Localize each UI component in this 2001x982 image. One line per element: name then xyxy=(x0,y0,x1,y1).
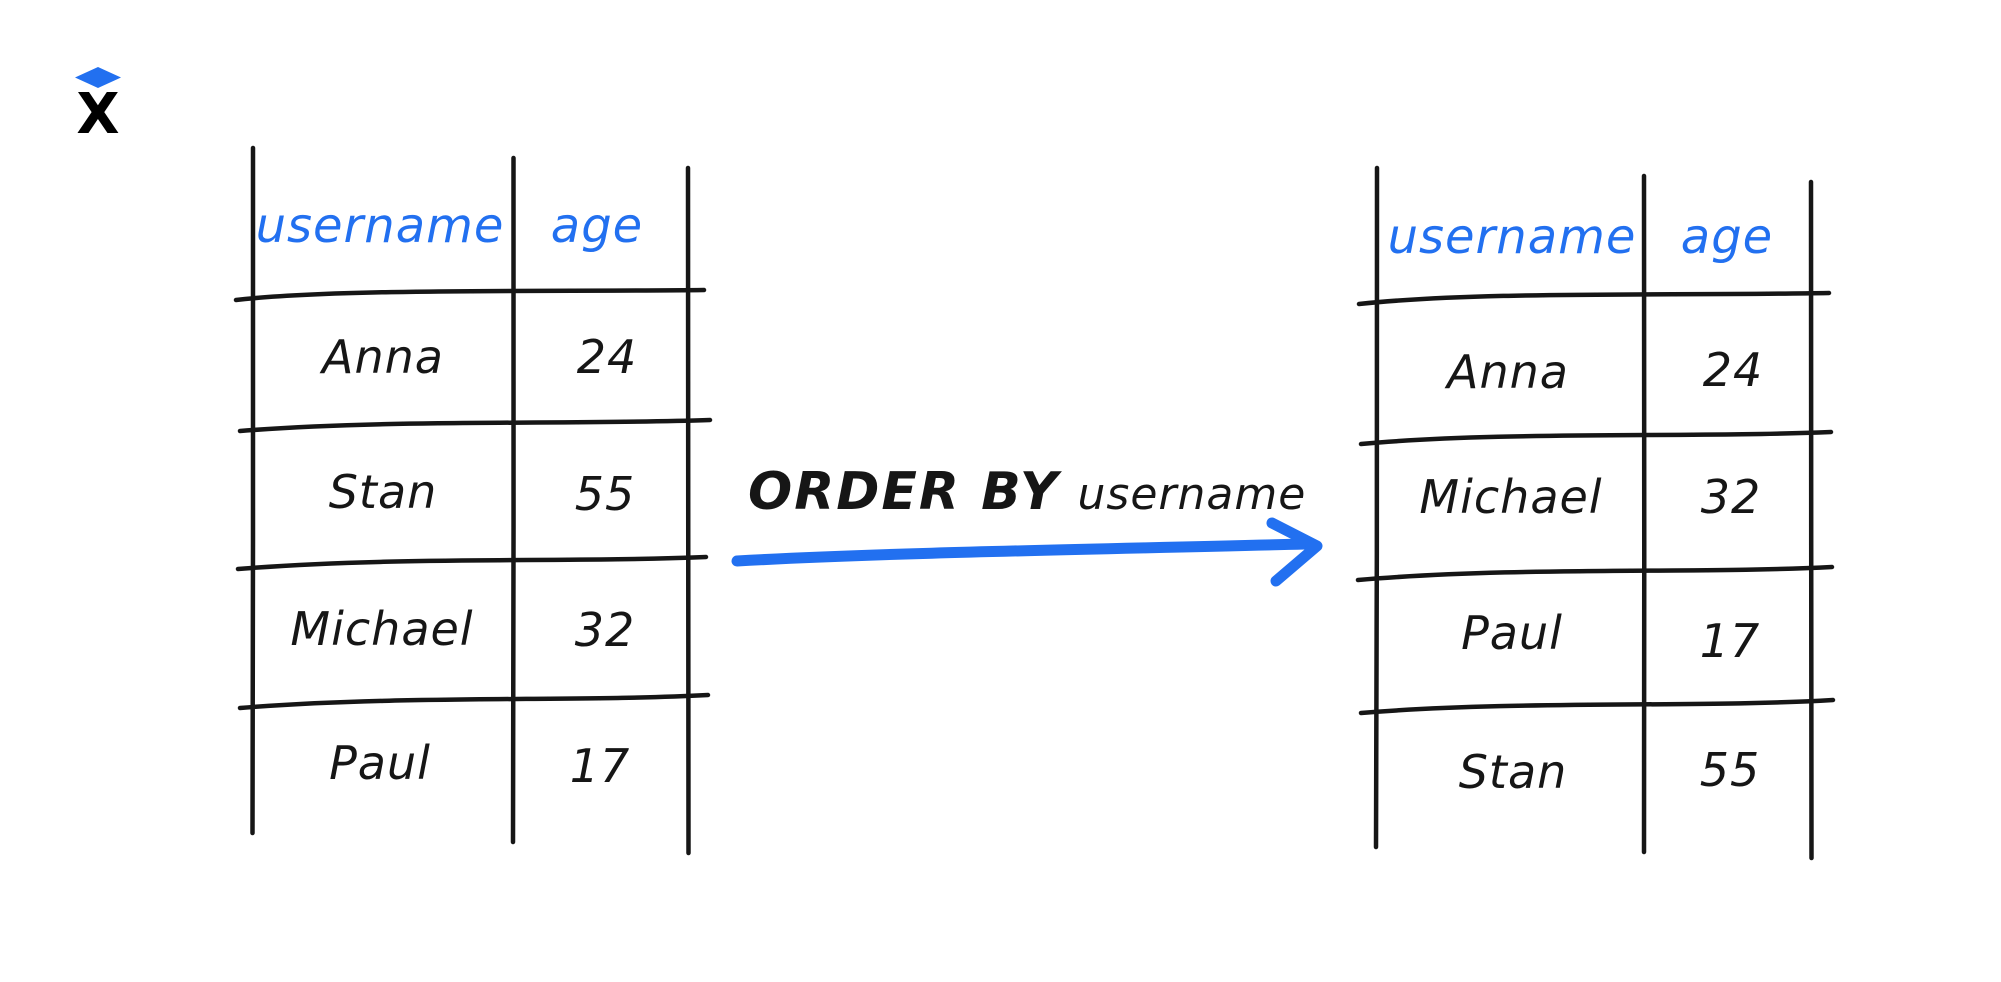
table-line-vertical xyxy=(510,155,516,845)
table-line-horizontal xyxy=(237,692,711,711)
right-header-username: username xyxy=(1387,209,1637,265)
brand-logo: X xyxy=(72,62,128,142)
table-line-horizontal xyxy=(1355,564,1835,583)
operation-argument: username xyxy=(1077,469,1307,520)
table-line-horizontal xyxy=(1356,290,1832,307)
left-cell-age-3: 17 xyxy=(569,739,631,793)
table-line-vertical xyxy=(250,145,256,836)
left-cell-age-0: 24 xyxy=(576,330,638,384)
right-header-age: age xyxy=(1680,209,1774,265)
arrow-shaft xyxy=(731,538,1311,567)
logo-letter: X xyxy=(76,82,119,142)
left-cell-username-2: Michael xyxy=(290,602,474,656)
left-cell-age-2: 32 xyxy=(574,603,636,657)
diamond-icon xyxy=(75,67,121,88)
table-line-horizontal xyxy=(233,287,707,303)
left-cell-age-1: 55 xyxy=(574,467,636,521)
operation-label: ORDER BY username xyxy=(748,462,1306,522)
left-table-grid xyxy=(233,145,713,856)
table-line-horizontal xyxy=(1358,429,1834,447)
left-cell-username-3: Paul xyxy=(329,736,431,790)
left-cell-username-0: Anna xyxy=(322,330,444,384)
order-by-arrow xyxy=(731,517,1323,587)
arrow-head xyxy=(1266,517,1323,587)
table-line-horizontal xyxy=(235,554,709,572)
table-line-vertical xyxy=(1808,179,1814,861)
right-cell-age-1: 32 xyxy=(1700,470,1762,524)
table-line-vertical xyxy=(685,165,691,856)
right-cell-age-2: 17 xyxy=(1699,614,1761,668)
left-cell-username-1: Stan xyxy=(328,465,438,519)
table-line-vertical xyxy=(1641,173,1647,855)
right-table-grid xyxy=(1355,165,1836,861)
table-line-vertical xyxy=(1373,165,1380,850)
table-line-horizontal xyxy=(1358,697,1836,716)
right-cell-age-3: 55 xyxy=(1699,743,1761,797)
right-cell-username-1: Michael xyxy=(1419,470,1603,524)
left-header-age: age xyxy=(550,198,644,254)
right-cell-age-0: 24 xyxy=(1702,343,1764,397)
right-cell-username-0: Anna xyxy=(1447,345,1569,399)
right-cell-username-2: Paul xyxy=(1461,606,1563,660)
left-header-username: username xyxy=(255,198,505,254)
table-line-horizontal xyxy=(237,417,713,434)
right-cell-username-3: Stan xyxy=(1458,745,1568,799)
operation-keyword: ORDER BY xyxy=(748,462,1060,522)
